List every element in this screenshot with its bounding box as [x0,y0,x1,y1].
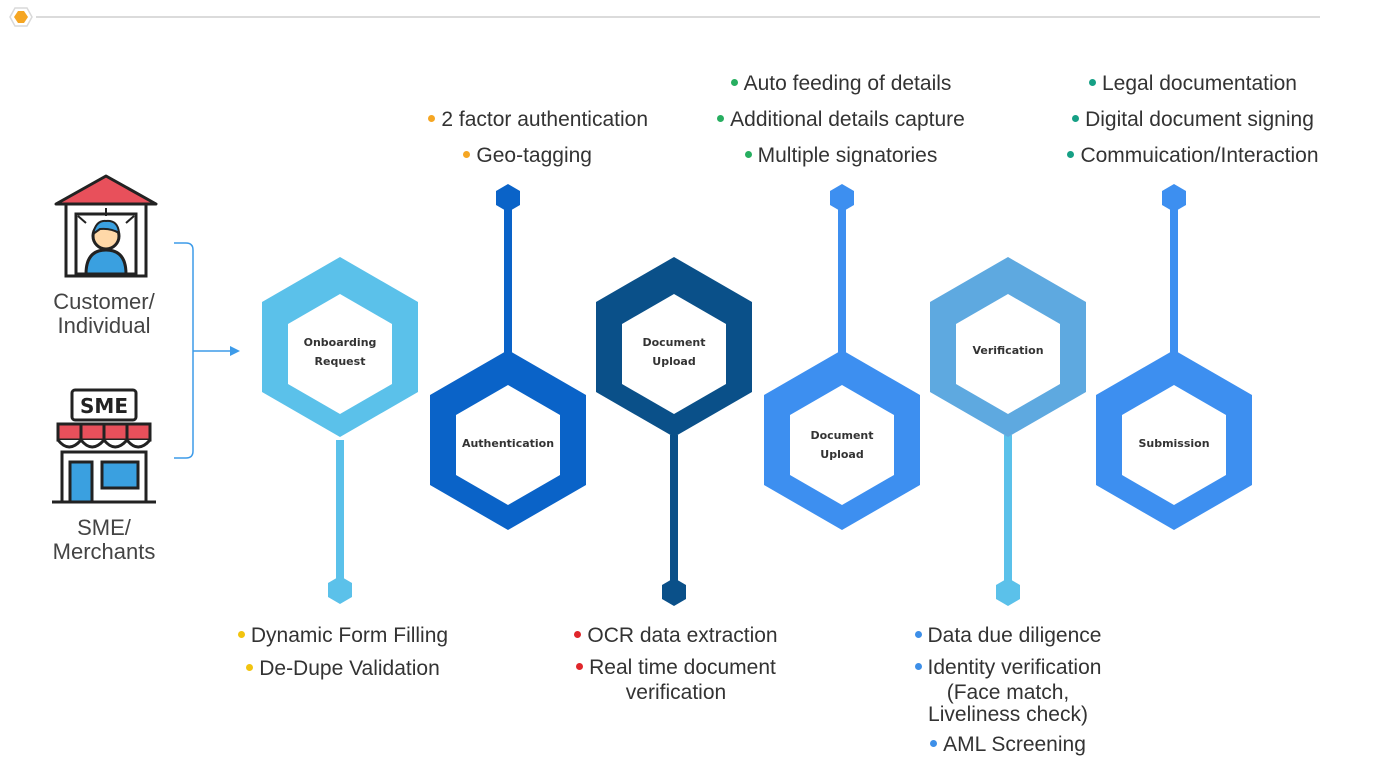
bullet-item: 2 factor authentication [330,102,648,138]
bullet-dot [428,114,436,122]
step-onboarding: Onboarding Request [262,257,418,437]
bullet-continuation: (Face match, [946,681,1070,704]
end-node-onboarding [328,576,352,604]
customer-house-icon [54,174,158,278]
bullet-dot [1072,114,1080,122]
bullet-item: De-Dupe Validation [190,654,496,684]
bullet-item: Multiple signatories [666,138,1016,174]
bullet-item: Digital document signing [1018,102,1368,138]
authentication-bullets: 2 factor authentication Geo-tagging [330,102,648,174]
customer-label-line1: Customer/ [53,289,155,314]
bullet-dot [914,662,922,670]
bullet-dot [1089,78,1096,86]
customer-label: Customer/ Individual [20,290,188,338]
step-onboarding-label: Onboarding [304,336,377,349]
step-submission: Submission [1096,350,1252,530]
document-upload-bottom-bullets: OCR data extraction Real time document v… [526,618,826,704]
end-node-document-upload-a [662,578,686,606]
step-onboarding-label-2: Request [315,355,366,368]
onboarding-bullets: Dynamic Form Filling De-Dupe Validation [190,618,496,684]
bullet-item: Identity verification [858,654,1158,682]
step-authentication-label: Authentication [462,437,554,450]
bullet-dot [1067,150,1075,158]
bullet-item: Additional details capture [666,102,1016,138]
step-authentication: Authentication [430,350,586,530]
sme-label-line1: SME/ [77,515,131,540]
sme-shop-icon: SME [52,388,156,504]
bullet-dot [237,630,245,638]
verification-bullets: Data due diligence Identity verification… [858,618,1158,764]
end-node-submission [1162,184,1186,212]
connector-stems [328,184,1186,606]
bullet-item: Legal documentation [1018,66,1368,102]
end-node-document-upload-b [830,184,854,212]
bullet-dot [717,114,725,122]
sme-label: SME/ Merchants [20,516,188,564]
bullet-item: Commuication/Interaction [1018,138,1368,174]
step-document-upload-a: Document Upload [596,257,752,437]
step-verification-label: Verification [972,344,1043,357]
step-verification: Verification [930,257,1086,437]
bullet-item: OCR data extraction [526,618,826,654]
sme-label-line2: Merchants [52,539,156,564]
step-document-upload-b-label-2: Upload [820,448,863,461]
bullet-continuation: Liveliness check) [928,703,1088,726]
bullet-item: Real time document [526,654,826,682]
submission-bullets: Legal documentation Digital document sig… [1018,66,1368,174]
bullet-dot [576,662,584,670]
bullet-dot [574,630,582,638]
bullet-continuation: verification [625,681,727,704]
bullet-dot [914,630,922,638]
bullet-dot [730,78,738,86]
bullet-dot [463,150,471,158]
bullet-dot [744,150,752,158]
actors-bracket-arrow [174,242,240,459]
customer-label-line2: Individual [57,313,151,338]
step-document-upload-a-label-2: Upload [652,355,695,368]
bullet-item: Geo-tagging [330,138,648,174]
end-node-verification [996,578,1020,606]
document-upload-top-bullets: Auto feeding of details Additional detai… [666,66,1016,174]
end-node-authentication [496,184,520,212]
header-bar [9,7,1320,27]
bullet-item: Data due diligence [858,618,1158,654]
step-document-upload-b-label: Document [810,429,873,442]
bullet-item: Dynamic Form Filling [190,618,496,654]
step-document-upload-a-label: Document [642,336,705,349]
sme-sign-text: SME [80,394,128,418]
bullet-dot [246,663,254,671]
bullet-dot [930,739,938,747]
step-submission-label: Submission [1138,437,1209,450]
step-document-upload-b: Document Upload [764,350,920,530]
bullet-item: AML Screening [858,726,1158,764]
bullet-item: Auto feeding of details [666,66,1016,102]
